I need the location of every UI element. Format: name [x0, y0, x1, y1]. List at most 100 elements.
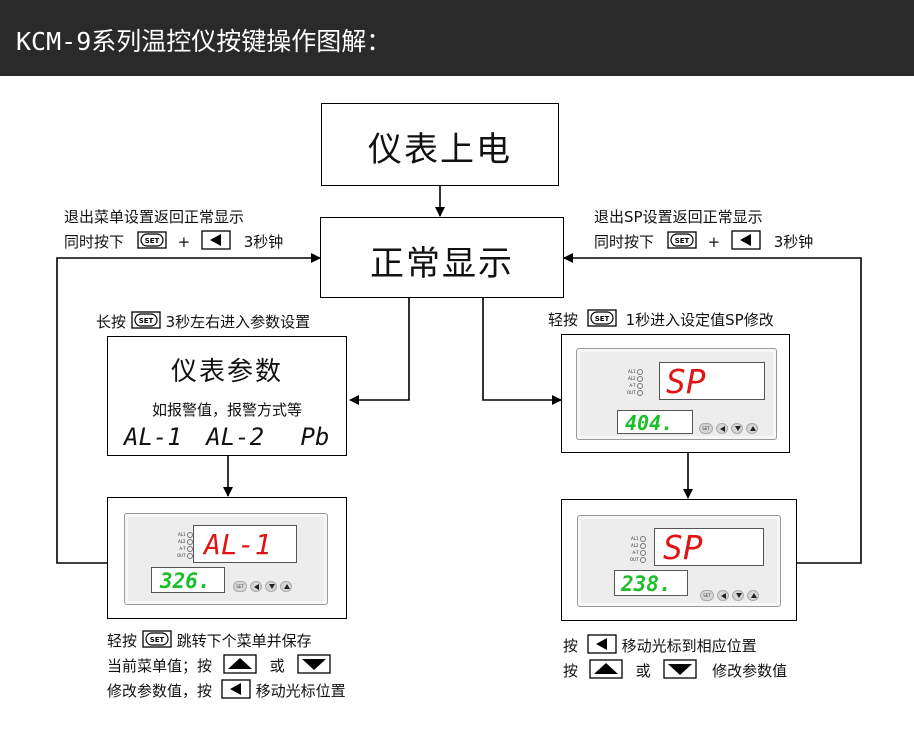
- sv-value: 404.: [625, 411, 674, 435]
- led-icon: [186, 532, 193, 538]
- label-long-press-desc: 3秒左右进入参数设置: [165, 313, 311, 331]
- label-plus-right: +: [707, 233, 721, 251]
- led-icon: [639, 550, 646, 556]
- instr-bl-modify: 修改参数值，按: [107, 682, 213, 700]
- label-short-press: 轻按 SET 1秒进入设定值SP修改: [548, 309, 774, 332]
- sv-display: 238.: [614, 570, 688, 596]
- device-down-key: [732, 590, 744, 601]
- device-keys: SET: [700, 585, 762, 604]
- sv-display: 404.: [617, 410, 693, 435]
- power-on-text: 仪表上电: [368, 130, 512, 170]
- label-exit-sp-line1: 退出SP设置返回正常显示: [594, 208, 763, 226]
- led-icon: [186, 546, 193, 552]
- label-exit-menu-line2: 同时按下 SET + 3秒钟: [64, 230, 283, 255]
- instr-bl-line2: 当前菜单值；按 或: [107, 654, 332, 679]
- instr-bl-line3: 修改参数值，按 移动光标位置: [107, 679, 346, 704]
- led-label-at: A-T: [632, 550, 639, 555]
- led-icon: [636, 369, 643, 375]
- page-title: KCM-9系列温控仪按键操作图解：: [16, 27, 392, 56]
- svg-text:SET: SET: [138, 317, 153, 325]
- instr-bl-or: 或: [269, 657, 285, 675]
- device-set-key: SET: [699, 423, 713, 434]
- instr-br-line2: 按 或 修改参数值: [563, 659, 787, 684]
- params-codes: AL-1 AL-2 Pb: [124, 423, 329, 451]
- led-label-al2: AL2: [628, 376, 636, 381]
- set-key-icon: SET: [131, 311, 161, 334]
- led-indicators: AL1 AL2 A-T OUT: [177, 531, 193, 559]
- left-key-icon: [587, 634, 617, 659]
- led-indicators: AL1 AL2 A-T OUT: [627, 368, 643, 396]
- led-label-out: OUT: [177, 553, 186, 558]
- led-label-at: A-T: [629, 383, 636, 388]
- led-icon: [639, 543, 646, 549]
- instr-bl-line1: 轻按 SET 跳转下个菜单并保存: [107, 630, 312, 653]
- header-bar: KCM-9系列温控仪按键操作图解：: [0, 0, 914, 76]
- device-set-key: SET: [700, 590, 714, 601]
- svg-text:SET: SET: [594, 315, 609, 323]
- device-panel: AL1 AL2 A-T OUT AL-1 326. SET: [124, 513, 328, 605]
- device-down-key: [265, 581, 277, 592]
- pv-display: SP: [659, 362, 765, 401]
- led-icon: [636, 390, 643, 396]
- device-left-key: [716, 423, 728, 434]
- led-indicators: AL1 AL2 A-T OUT: [630, 535, 646, 563]
- led-label-al1: AL1: [628, 369, 636, 374]
- label-3-seconds: 3秒钟: [243, 233, 284, 251]
- arrow-normal-to-sp: [482, 298, 562, 405]
- device-up-key: [280, 581, 292, 592]
- led-label-al1: AL1: [631, 536, 639, 541]
- led-label-al2: AL2: [631, 543, 639, 548]
- led-icon: [636, 383, 643, 389]
- instr-bl-cursor: 移动光标位置: [255, 682, 346, 700]
- svg-text:SET: SET: [674, 237, 689, 245]
- label-long-press: 长按 SET 3秒左右进入参数设置: [96, 311, 310, 334]
- box-normal-display: 正常显示: [320, 217, 564, 298]
- instr-bl-press: 轻按: [107, 632, 138, 650]
- device-panel: AL1 AL2 A-T OUT SP 404. SET: [576, 348, 777, 440]
- label-plus: +: [177, 233, 191, 251]
- instr-bl-jump: 跳转下个菜单并保存: [176, 632, 312, 650]
- param-code-al2: AL-2: [206, 423, 265, 451]
- label-press-together: 同时按下: [64, 233, 125, 251]
- up-key-icon: [589, 659, 623, 684]
- arrow-loop-left: [56, 253, 321, 564]
- device-panel: AL1 AL2 A-T OUT SP 238. SET: [577, 515, 781, 607]
- device-up-key: [747, 590, 759, 601]
- set-key-icon: SET: [667, 231, 697, 254]
- device-keys: SET: [699, 418, 761, 437]
- left-key-icon: [201, 230, 231, 255]
- normal-display-text: 正常显示: [370, 244, 514, 284]
- box-params: 仪表参数 如报警值，报警方式等 AL-1 AL-2 Pb: [107, 336, 347, 456]
- arrow-loop-right: [563, 253, 862, 564]
- set-key-icon: SET: [142, 630, 172, 653]
- svg-text:SET: SET: [149, 636, 164, 644]
- arrow-normal-to-params: [349, 298, 410, 405]
- instr-br-move: 移动光标到相应位置: [621, 637, 757, 655]
- pv-value: AL-1: [204, 528, 272, 561]
- left-key-icon: [221, 679, 251, 704]
- instr-br-or: 或: [635, 662, 651, 680]
- led-icon: [639, 557, 646, 563]
- left-key-icon: [731, 230, 761, 255]
- sv-value: 326.: [160, 569, 211, 593]
- instr-br-line1: 按 移动光标到相应位置: [563, 634, 757, 659]
- param-code-al1: AL-1: [124, 423, 182, 451]
- instr-br-modify: 修改参数值: [712, 662, 788, 680]
- set-key-icon: SET: [137, 231, 167, 254]
- down-key-icon: [663, 659, 698, 684]
- device-al1-edit: AL1 AL2 A-T OUT AL-1 326. SET: [107, 497, 347, 619]
- device-left-key: [250, 581, 262, 592]
- device-set-key: SET: [233, 581, 247, 592]
- label-3-seconds-right: 3秒钟: [773, 233, 814, 251]
- device-left-key: [717, 590, 729, 601]
- led-icon: [186, 553, 193, 559]
- sv-value: 238.: [621, 572, 672, 596]
- svg-text:SET: SET: [144, 237, 159, 245]
- device-down-key: [731, 423, 743, 434]
- label-short-press-verb: 轻按: [548, 311, 579, 329]
- pv-display: SP: [654, 528, 764, 567]
- label-press-together-right: 同时按下: [594, 233, 655, 251]
- down-key-icon: [297, 654, 332, 679]
- params-title: 仪表参数: [170, 357, 283, 387]
- instr-br-press2: 按: [563, 662, 579, 680]
